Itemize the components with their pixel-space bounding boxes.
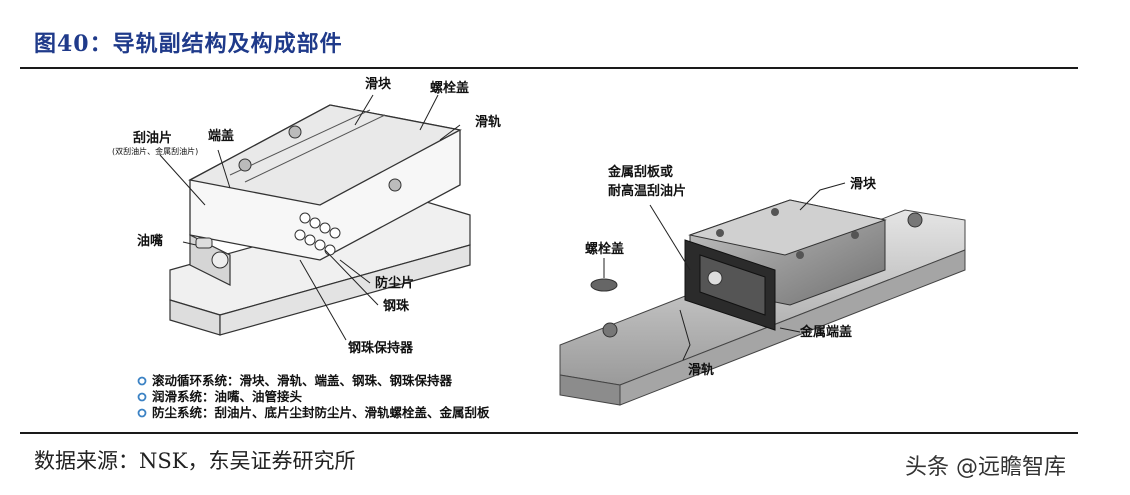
- label-ball-retainer: 钢珠保持器: [348, 340, 414, 356]
- source-note: 数据来源：NSK，东吴证券研究所: [34, 449, 356, 473]
- guide-rail-figure: 滑块 螺栓盖 滑轨 刮油片 (双刮油片、金属刮油片) 端盖 油嘴 防尘片 钢珠 …: [112, 76, 966, 420]
- label-metal-end-cap: 金属端盖: [799, 324, 852, 340]
- legend-item: 滚动循环系统：滑块、滑轨、端盖、钢珠、钢珠保持器: [152, 373, 453, 388]
- left-grease-nipple: [195, 237, 229, 269]
- top-divider: [20, 67, 1078, 69]
- label-slider: 滑块: [365, 76, 392, 92]
- legend-bullet: [137, 408, 147, 418]
- figure-title: 图40：导轨副结构及构成部件: [34, 31, 343, 57]
- bottom-divider: [20, 432, 1078, 434]
- label-right-slider: 滑块: [850, 176, 877, 192]
- legend-item: 防尘系统：刮油片、底片尘封防尘片、滑轨螺栓盖、金属刮板: [152, 405, 490, 420]
- label-scraper: 刮油片: [133, 130, 172, 146]
- legend-bullet: [137, 376, 147, 386]
- label-dust-seal: 防尘片: [375, 275, 414, 291]
- label-ball: 钢珠: [383, 298, 410, 314]
- label-metal-scraper-line1: 金属刮板或: [607, 164, 673, 180]
- legend: 滚动循环系统：滑块、滑轨、端盖、钢珠、钢珠保持器 润滑系统：油嘴、油管接头 防尘…: [137, 373, 490, 420]
- right-assembly-diagram: 金属刮板或 耐高温刮油片 滑块 螺栓盖 金属端盖 滑轨: [559, 164, 966, 406]
- legend-bullet: [137, 392, 147, 402]
- watermark: 头条 @远瞻智库: [905, 455, 1066, 480]
- label-scraper-note: (双刮油片、金属刮油片): [112, 146, 198, 156]
- left-slider-block: [188, 104, 462, 286]
- left-balls-cutaway: [294, 212, 341, 256]
- label-bolt-cap: 螺栓盖: [430, 80, 469, 96]
- label-metal-scraper-line2: 耐高温刮油片: [608, 183, 686, 199]
- right-leader-lines: [603, 182, 846, 361]
- left-leader-lines: [159, 94, 461, 341]
- label-right-rail: 滑轨: [688, 362, 714, 378]
- label-rail: 滑轨: [475, 114, 501, 130]
- left-exploded-diagram: 滑块 螺栓盖 滑轨 刮油片 (双刮油片、金属刮油片) 端盖 油嘴 防尘片 钢珠 …: [112, 76, 501, 420]
- legend-item: 润滑系统：油嘴、油管接头: [152, 389, 303, 404]
- label-grease-nipple: 油嘴: [137, 233, 163, 249]
- loose-bolt-cap: [590, 278, 618, 292]
- right-slider-block: [684, 199, 887, 331]
- label-end-cap: 端盖: [208, 128, 234, 144]
- label-right-bolt-cap: 螺栓盖: [585, 241, 624, 257]
